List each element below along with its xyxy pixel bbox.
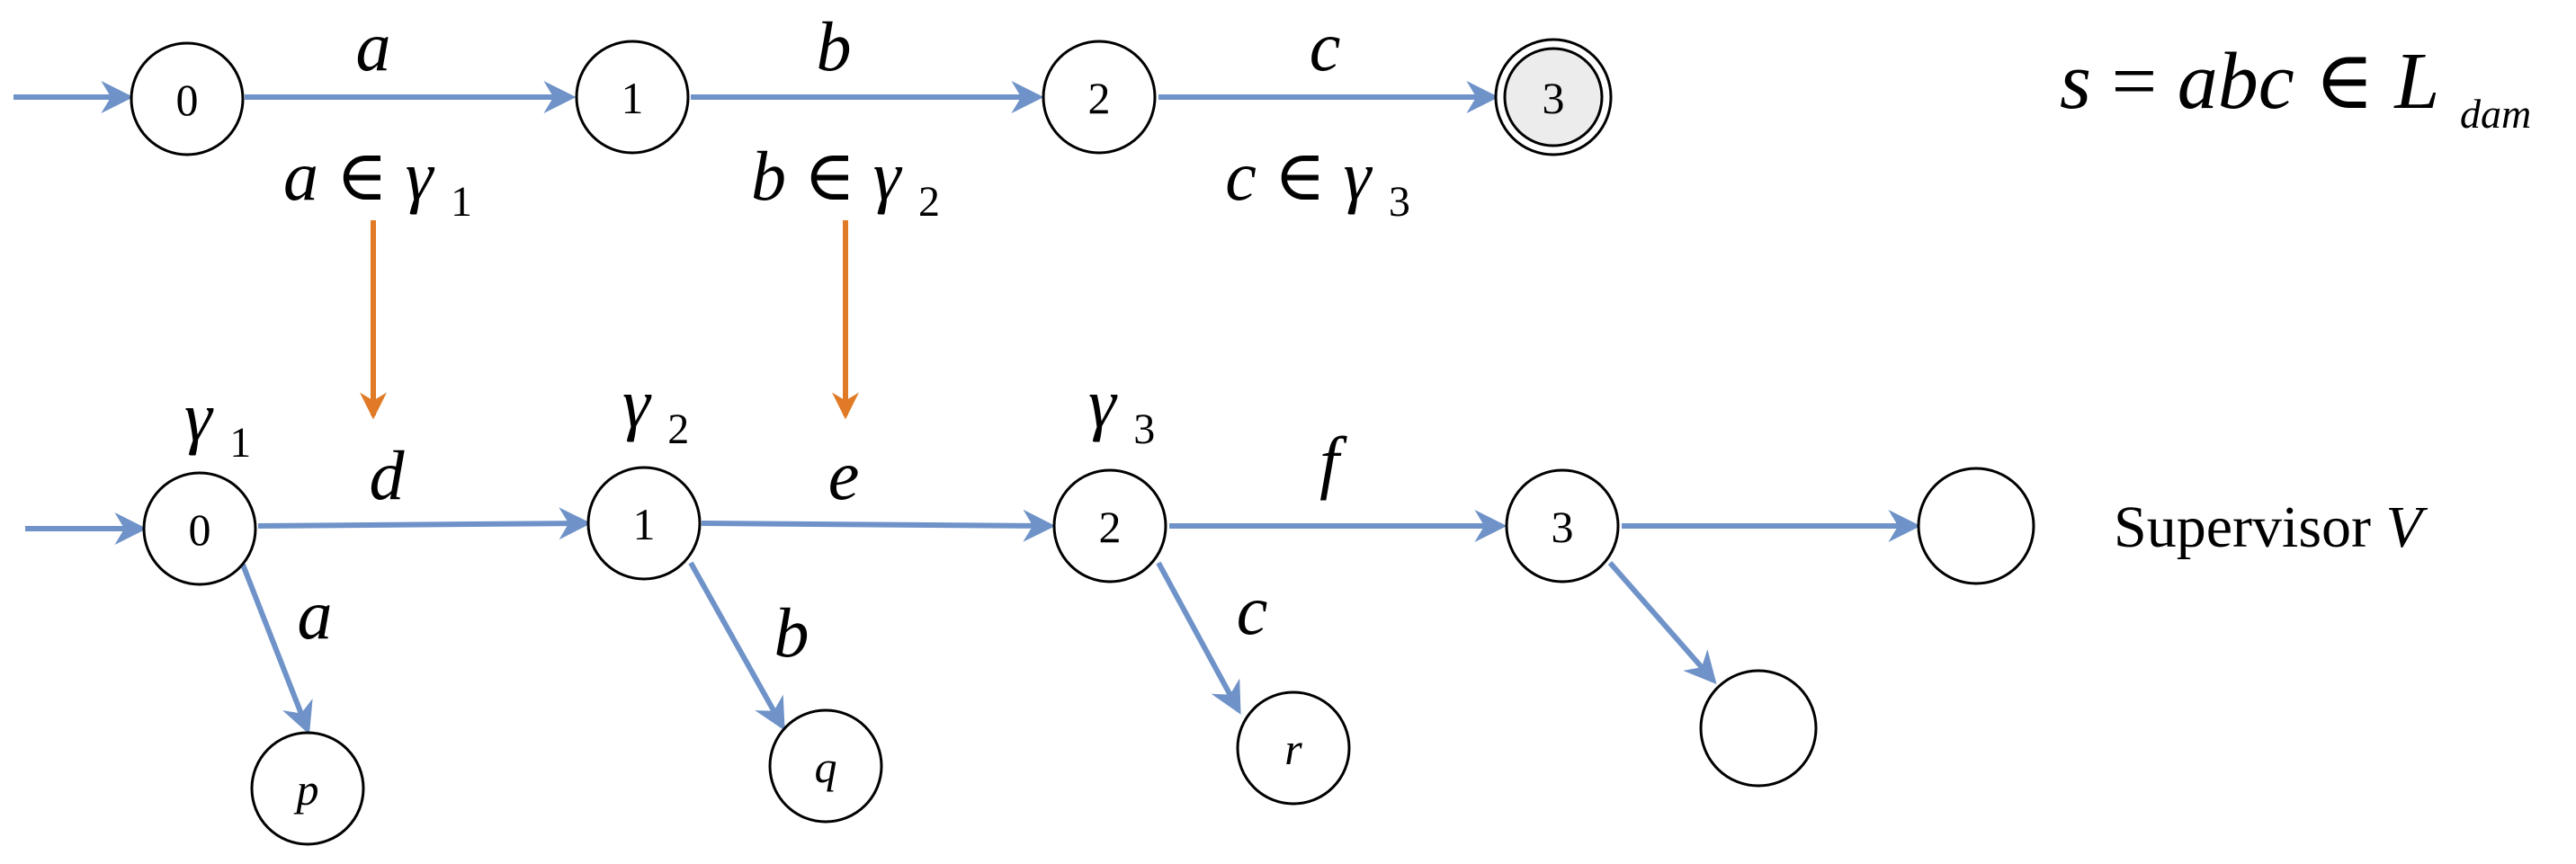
supervisor-branch-1 [688,561,785,731]
formula-op: ∈ [2314,37,2394,126]
leaf-state-p-label: p [294,764,319,815]
supervisor-branch-3 [1607,561,1717,685]
gamma-1-subscript: 1 [229,419,251,467]
gamma-label-3: γ 3 [1088,364,1155,453]
gamma-3-subscript: 3 [1133,405,1155,453]
state-1-label: 1 [622,73,644,123]
formula-subscript: dam [2460,91,2531,137]
condition-c: c ∈ γ 3 [1225,137,1410,226]
condition-a-sub: 1 [451,178,472,226]
state-3-label: 3 [1543,73,1565,123]
gamma-3-symbol: γ [1088,364,1118,442]
supervisor-state-0-label: 0 [189,504,211,555]
gamma-2-subscript: 2 [667,405,689,453]
final-state-3: 3 [1494,38,1613,156]
supervisor-title-word: Supervisor [2114,494,2371,560]
formula-word: abc [2178,37,2294,126]
supervisor-branch-event-c: c [1237,571,1268,649]
state-0-label: 0 [176,75,199,125]
condition-a: a ∈ γ 1 [283,137,472,226]
supervisor-title-var: V [2385,494,2428,560]
supervisor-edge-1-to-2 [701,509,1056,542]
condition-c-sub: 3 [1389,178,1410,226]
supervisor-state-3-label: 3 [1552,502,1574,552]
supervisor-state-1: 1 [586,466,702,581]
state-2: 2 [1042,40,1157,155]
condition-c-set: γ [1344,137,1373,215]
automaton-row: 0 1 2 3 a b c a ∈ γ 1 b ∈ γ 2 [13,7,1613,226]
supervisor-state-3: 3 [1505,468,1620,583]
supervisor-branch-event-a: a [298,575,333,654]
supervisor-branch-0 [240,563,313,735]
condition-b: b ∈ γ 2 [751,137,940,226]
supervisor-state-2: 2 [1052,468,1167,583]
condition-c-event: c [1225,137,1257,215]
supervisor-edge-0-to-1 [257,507,592,540]
supervisor-state-2-label: 2 [1099,502,1122,552]
event-label-c: c [1310,7,1341,85]
condition-b-event: b [751,137,786,215]
leaf-state-p: p [250,731,365,846]
supervisor-branch-2 [1156,561,1241,715]
gamma-label-1: γ 1 [184,378,251,467]
supervisor-branch-event-b: b [774,593,809,672]
supervisor-event-e: e [828,436,860,514]
formula-set: L [2393,37,2439,126]
leaf-state-q: q [768,708,883,824]
condition-b-set: γ [873,137,903,215]
state-0: 0 [130,41,245,156]
leaf-state-r-label: r [1284,724,1302,774]
condition-b-op: ∈ [804,137,856,215]
supervisor-title: Supervisor V [2114,494,2428,560]
supervisor-state-1-label: 1 [633,499,656,549]
formula-eq: = [2112,37,2178,126]
gamma-label-2: γ 2 [622,364,689,453]
condition-b-sub: 2 [918,178,940,226]
state-2-label: 2 [1088,73,1111,123]
state-1: 1 [575,40,690,155]
leaf-state-r: r [1236,690,1351,806]
condition-a-set: γ [406,137,435,215]
gamma-1-symbol: γ [184,378,214,456]
condition-a-op: ∈ [336,137,389,215]
supervisor-state-0: 0 [142,471,257,586]
supervisor-row: 0 1 2 3 p q r [25,364,2428,846]
supervisor-state-next [1917,467,2035,585]
event-label-b: b [817,7,852,85]
gamma-2-symbol: γ [622,364,652,442]
leaf-state-empty [1699,669,1818,788]
leaf-state-q-label: q [815,742,837,792]
formula-lhs: s [2060,37,2091,126]
supervisor-event-d: d [370,436,406,514]
condition-a-event: a [283,137,318,215]
formula: s = abc ∈ L dam [2060,37,2531,137]
event-label-a: a [356,7,391,85]
condition-c-op: ∈ [1274,137,1326,215]
supervisor-event-f: f [1319,423,1347,501]
